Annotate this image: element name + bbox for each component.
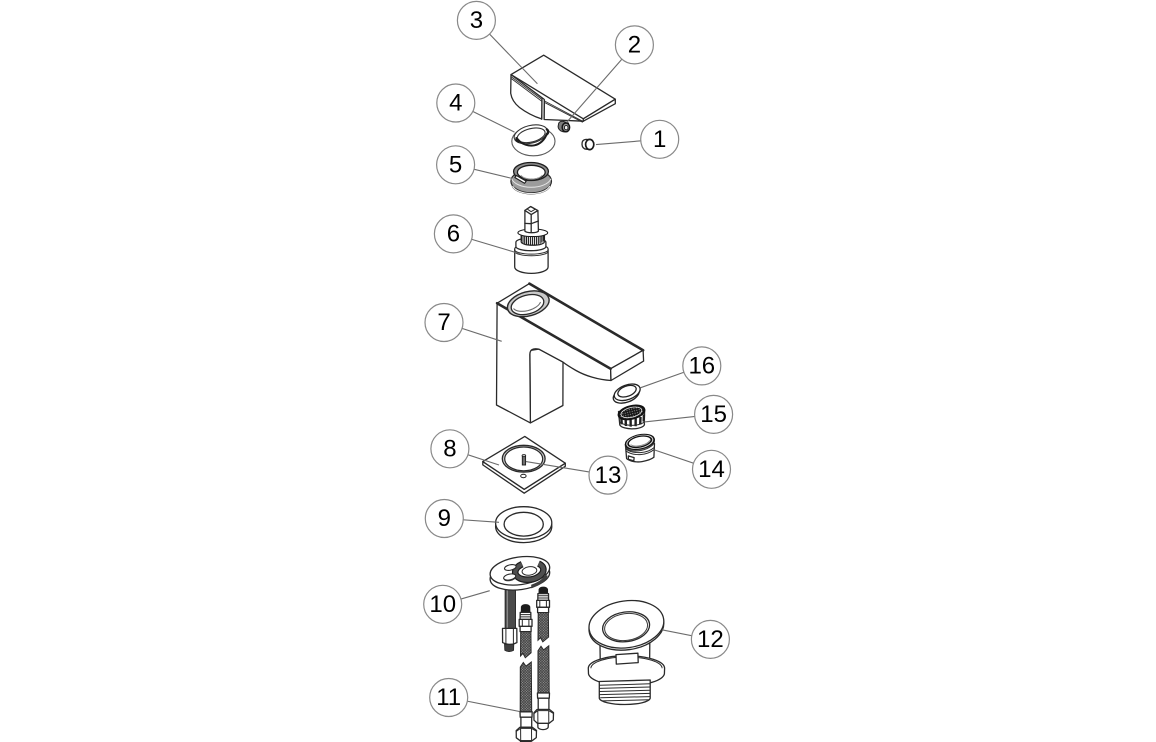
svg-text:5: 5 xyxy=(449,152,462,179)
svg-text:12: 12 xyxy=(697,626,724,653)
svg-text:3: 3 xyxy=(470,7,483,34)
svg-text:16: 16 xyxy=(688,353,715,380)
svg-text:1: 1 xyxy=(653,126,666,153)
svg-text:9: 9 xyxy=(438,505,451,532)
svg-text:13: 13 xyxy=(595,462,622,489)
svg-text:14: 14 xyxy=(698,456,725,483)
svg-text:8: 8 xyxy=(443,436,456,463)
svg-text:4: 4 xyxy=(449,90,462,117)
svg-text:2: 2 xyxy=(628,32,641,59)
svg-text:15: 15 xyxy=(700,401,727,428)
svg-text:10: 10 xyxy=(429,591,456,618)
svg-text:11: 11 xyxy=(436,684,461,711)
svg-text:6: 6 xyxy=(447,221,460,248)
svg-text:7: 7 xyxy=(437,309,450,336)
